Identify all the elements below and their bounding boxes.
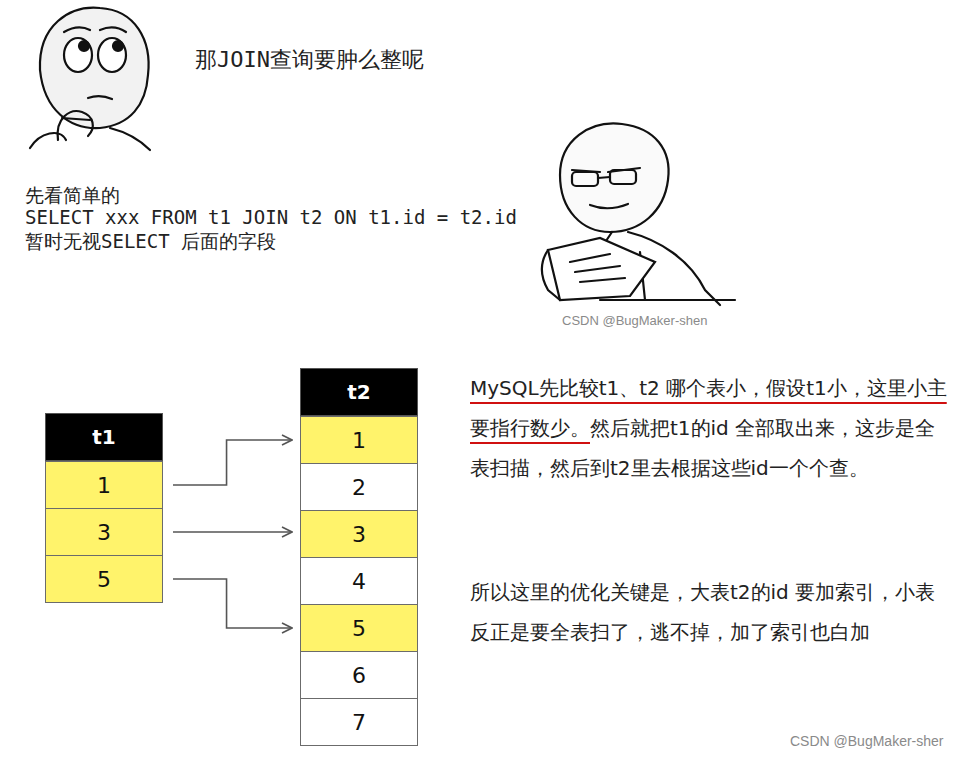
watermark: CSDN @BugMaker-sher <box>790 733 943 749</box>
reading-man <box>542 123 735 305</box>
join-arrow <box>173 440 292 485</box>
table-header: t1 <box>45 413 163 461</box>
table-box: t21234567 <box>300 368 418 416</box>
table-cell: 3 <box>300 510 418 558</box>
cell-value: 5 <box>97 567 111 592</box>
watermark: CSDN @BugMaker-shen <box>562 313 707 328</box>
watermark: CSDN @BugMaker-sher <box>788 733 945 749</box>
table-cell: 1 <box>45 461 163 509</box>
table-header: t2 <box>300 368 418 416</box>
sql-text: SELECT xxx FROM t1 JOIN t2 ON t1.id = t2… <box>25 206 517 228</box>
note-text: 暂时无视SELECT 后面的字段 <box>25 230 276 252</box>
explanation-text: 所以这里的优化关键是，大表t2的id 要加索引，小表反正是要全表扫了，逃不掉，加… <box>470 580 935 644</box>
cell-value: 3 <box>352 522 366 547</box>
join-arrow <box>173 531 292 533</box>
table-cell: 1 <box>300 416 418 464</box>
table-cell: 4 <box>300 557 418 605</box>
table-box: t1135 <box>45 413 163 461</box>
table-cell: 5 <box>300 604 418 652</box>
cell-value: 1 <box>352 428 366 453</box>
explanation-paragraph: 所以这里的优化关键是，大表t2的id 要加索引，小表反正是要全表扫了，逃不掉，加… <box>470 572 948 652</box>
join-arrow <box>173 579 292 628</box>
watermark: CSDN @BugMaker-shen <box>560 313 709 328</box>
table-cell: 3 <box>45 508 163 556</box>
note-text: 先看简单的 <box>25 183 120 209</box>
table-cell: 7 <box>300 698 418 746</box>
table-cell: 6 <box>300 651 418 699</box>
speech-text: 那JOIN查询要肿么整呢 <box>195 47 424 72</box>
table-cell: 5 <box>45 555 163 603</box>
cell-value: 1 <box>97 473 111 498</box>
cell-value: 2 <box>352 475 366 500</box>
cell-value: 6 <box>352 663 366 688</box>
thinking-face <box>30 8 150 150</box>
cell-value: 4 <box>352 569 366 594</box>
note-text: 先看简单的 <box>25 184 120 206</box>
cell-value: 5 <box>352 616 366 641</box>
sql-text: SELECT xxx FROM t1 JOIN t2 ON t1.id = t2… <box>25 206 517 228</box>
speech-text: 那JOIN查询要肿么整呢 <box>195 45 424 75</box>
note-text: 暂时无视SELECT 后面的字段 <box>25 229 276 255</box>
cell-value: 7 <box>352 710 366 735</box>
explanation-paragraph: MySQL先比较t1、t2 哪个表小，假设t1小，这里小主要指行数少。然后就把t… <box>470 368 948 488</box>
table-cell: 2 <box>300 463 418 511</box>
cell-value: 3 <box>97 520 111 545</box>
